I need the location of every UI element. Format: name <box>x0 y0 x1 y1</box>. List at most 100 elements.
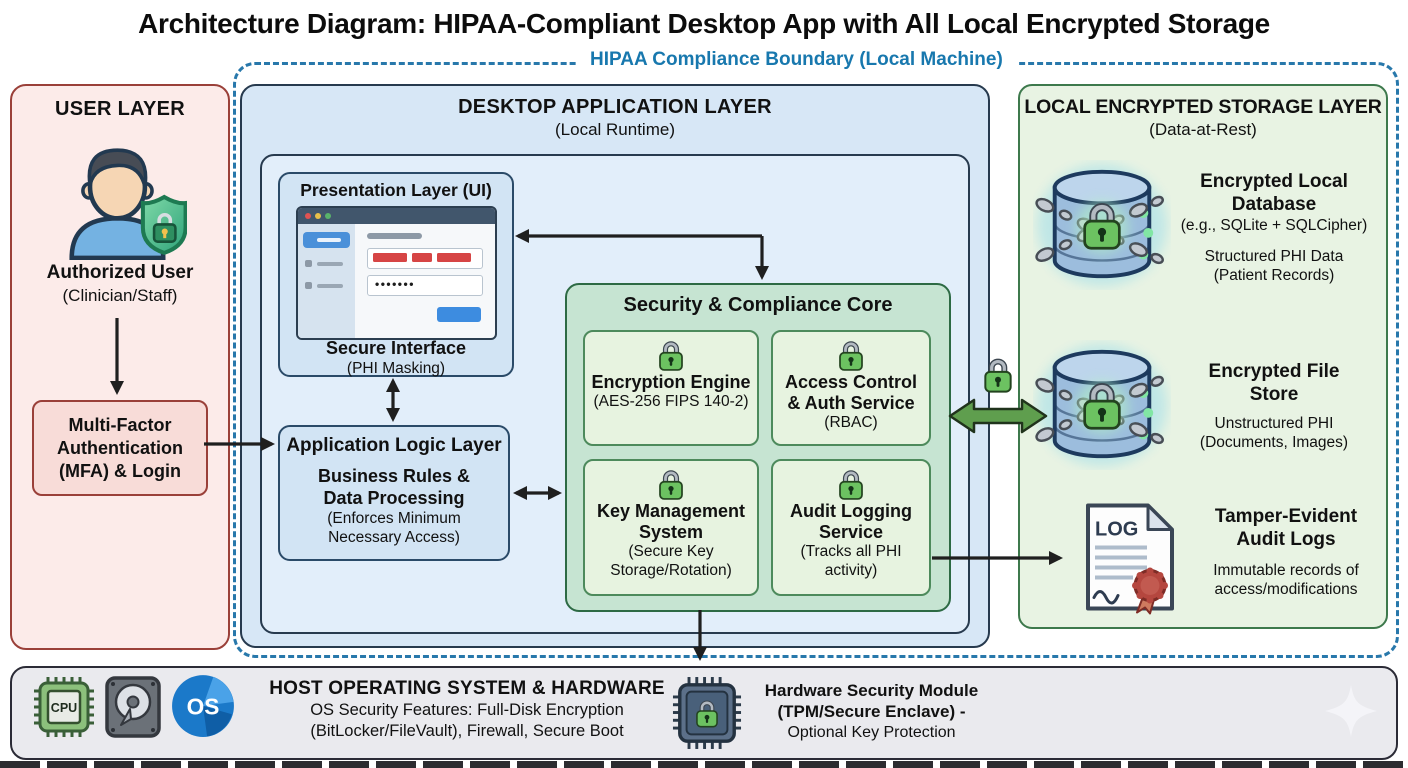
module-title: Key Management <box>596 501 746 521</box>
presentation-layer-title: Presentation Layer (UI) <box>300 180 492 200</box>
phi-masking-label: (PHI Masking) <box>346 360 446 377</box>
user-shield-icon <box>69 148 187 260</box>
masked-phi-field <box>367 248 483 269</box>
storage-item-title: Audit Logs <box>1236 529 1336 550</box>
access-control-module: Access Control & Auth Service (RBAC) <box>771 330 931 446</box>
page-title: Architecture Diagram: HIPAA-Compliant De… <box>138 8 1270 39</box>
security-core-title: Security & Compliance Core <box>623 294 893 316</box>
storage-item-title: Encrypted File <box>1208 361 1340 382</box>
storage-item-sub: Immutable records of <box>1213 562 1359 579</box>
sparkle-icon <box>1325 685 1377 737</box>
hsm-title: (TPM/Secure Enclave) - <box>777 702 966 721</box>
module-subtitle: (AES-256 FIPS 140-2) <box>593 393 749 410</box>
storage-item-sub: (Documents, Images) <box>1199 434 1349 451</box>
storage-item-title: Database <box>1231 194 1317 215</box>
redacted-block <box>412 253 432 262</box>
lock-icon <box>657 339 685 372</box>
module-title: Access Control <box>784 372 918 392</box>
window-sidebar <box>298 224 355 338</box>
app-logic-line: Data Processing <box>323 488 465 508</box>
encrypted-filestore-text: Encrypted File Store Unstructured PHI (D… <box>1168 360 1380 452</box>
maximize-dot-icon <box>325 213 331 219</box>
cpu-icon: CPU <box>34 677 94 737</box>
tpm-chip-icon <box>672 677 742 749</box>
storage-item-sub: (Patient Records) <box>1213 267 1335 284</box>
lock-icon <box>837 468 865 501</box>
application-logic-layer-box: Application Logic Layer Business Rules &… <box>278 425 510 561</box>
module-subtitle: (Tracks all PHI <box>800 543 902 560</box>
audit-logging-module: Audit Logging Service (Tracks all PHI ac… <box>771 459 931 596</box>
module-subtitle: (RBAC) <box>824 414 878 431</box>
secure-interface-label: Secure Interface <box>325 338 467 358</box>
user-layer: USER LAYER Authorized User (Clinician/St… <box>10 84 230 650</box>
redacted-block <box>373 253 407 262</box>
storage-item-sub: (e.g., SQLite + SQLCipher) <box>1180 217 1368 234</box>
module-title: Encryption Engine <box>591 372 751 392</box>
module-subtitle: Storage/Rotation) <box>610 561 732 579</box>
key-management-module: Key Management System (Secure Key Storag… <box>583 459 759 596</box>
sidebar-item-icon <box>305 260 312 267</box>
desktop-layer-subtitle: (Local Runtime) <box>555 120 675 139</box>
mfa-box: Multi-Factor Authentication (MFA) & Logi… <box>32 400 208 496</box>
module-title: Service <box>818 522 884 542</box>
audit-log-document-icon: LOG <box>1086 503 1174 615</box>
svg-text:CPU: CPU <box>51 701 77 715</box>
hard-disk-icon <box>105 676 161 738</box>
module-title: Audit Logging <box>790 501 912 521</box>
sidebar-item-icon <box>305 282 312 289</box>
lock-icon <box>837 339 865 372</box>
encrypted-database-text: Encrypted Local Database (e.g., SQLite +… <box>1168 170 1380 285</box>
application-logic-title: Application Logic Layer <box>286 435 502 456</box>
user-role: (Clinician/Staff) <box>62 286 178 305</box>
svg-text:OS: OS <box>187 693 220 719</box>
host-bar-line: OS Security Features: Full-Disk Encrypti… <box>310 701 624 719</box>
storage-item-title: Tamper-Evident <box>1214 506 1358 527</box>
host-bar-title: HOST OPERATING SYSTEM & HARDWARE <box>269 678 665 699</box>
storage-item-sub: access/modifications <box>1214 581 1358 598</box>
storage-layer-title: LOCAL ENCRYPTED STORAGE LAYER <box>1024 96 1382 118</box>
storage-layer-subtitle: (Data-at-Rest) <box>1149 120 1257 139</box>
user-layer-title: USER LAYER <box>54 98 186 120</box>
storage-item-title: Store <box>1249 384 1299 405</box>
module-title: & Auth Service <box>787 393 915 413</box>
sidebar-selected-item <box>303 232 350 248</box>
desktop-layer-title: DESKTOP APPLICATION LAYER <box>458 96 772 118</box>
redacted-block <box>437 253 471 262</box>
sidebar-item-line <box>317 284 343 288</box>
svg-text:LOG: LOG <box>1095 519 1138 541</box>
close-dot-icon <box>305 213 311 219</box>
minimize-dot-icon <box>315 213 321 219</box>
app-logic-subline: (Enforces Minimum <box>327 510 461 527</box>
bottom-edge-strip <box>0 761 1408 768</box>
audit-logs-text: Tamper-Evident Audit Logs Immutable reco… <box>1188 505 1384 599</box>
hsm-text: Hardware Security Module (TPM/Secure Enc… <box>754 680 989 743</box>
host-bar-line: (BitLocker/FileVault), Firewall, Secure … <box>310 722 624 740</box>
storage-item-title: Encrypted Local <box>1200 171 1348 192</box>
os-icon: OS <box>172 675 234 737</box>
lock-icon <box>657 468 685 501</box>
user-name: Authorized User <box>46 262 194 283</box>
window-titlebar <box>298 208 495 224</box>
host-bar-text: HOST OPERATING SYSTEM & HARDWARE OS Secu… <box>257 678 677 742</box>
mfa-line: (MFA) & Login <box>59 460 181 481</box>
app-logic-line: Business Rules & <box>317 466 471 486</box>
hsm-title: Hardware Security Module <box>764 681 979 700</box>
app-logic-subline: Necessary Access) <box>328 529 460 546</box>
encryption-engine-module: Encryption Engine (AES-256 FIPS 140-2) <box>583 330 759 446</box>
login-button-mock <box>437 307 481 322</box>
hipaa-boundary: HIPAA Compliance Boundary (Local Machine… <box>233 49 1399 658</box>
sidebar-item-line <box>317 262 343 266</box>
host-os-hardware-bar: CPU OS HOST OPERATING SYSTEM & HARDWARE … <box>10 666 1398 760</box>
storage-item-sub: Structured PHI Data <box>1204 248 1344 265</box>
module-subtitle: activity) <box>824 561 878 579</box>
sidebar-selected-line <box>317 238 341 242</box>
mfa-line: Multi-Factor <box>68 414 172 435</box>
password-dots: ••••••• <box>375 277 415 291</box>
password-field: ••••••• <box>367 275 483 296</box>
form-label-placeholder <box>367 233 422 239</box>
app-window-mockup: ••••••• <box>296 206 497 340</box>
mfa-line: Authentication <box>57 437 183 458</box>
encrypted-filestore-icon <box>1033 340 1171 470</box>
hsm-subtitle: Optional Key Protection <box>787 724 956 741</box>
